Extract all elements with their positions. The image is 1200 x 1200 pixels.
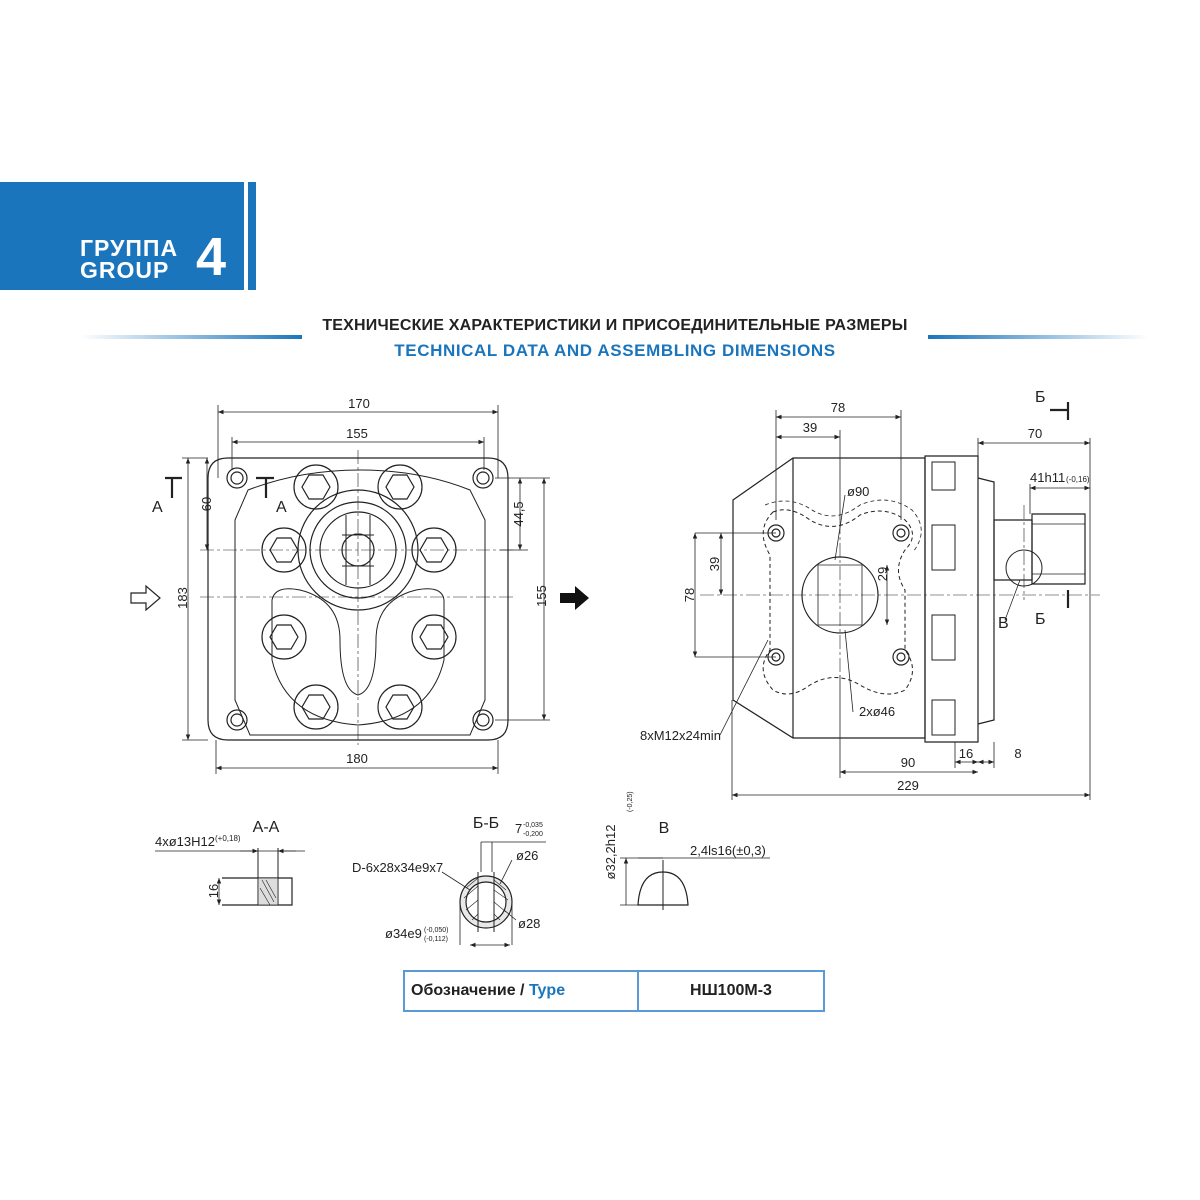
- dim-29: 29: [875, 567, 890, 581]
- detail-bb-title: Б-Б: [473, 815, 499, 832]
- detail-aa-labels: А-А 4xø13H12 (+0,18) 16: [155, 819, 280, 898]
- front-view-labels: 170 155 60 44,5 183 155 180 А А: [152, 396, 549, 766]
- type-label-en: Type: [528, 982, 566, 999]
- dim-39-left: 39: [707, 557, 722, 571]
- type-label-ru: Обозначение: [411, 982, 516, 999]
- detail-bb-d34-tol-bot: (-0,112): [424, 936, 448, 943]
- dim-170: 170: [348, 396, 370, 411]
- section-b-top: Б: [1035, 389, 1046, 406]
- group-label-ru: ГРУППА: [80, 235, 179, 261]
- type-label-cell: Обозначение / Type: [405, 972, 639, 1010]
- type-label-sep: /: [515, 982, 529, 999]
- dim-180: 180: [346, 751, 368, 766]
- front-view: [165, 405, 550, 774]
- section-title-ru: ТЕХНИЧЕСКИЕ ХАРАКТЕРИСТИКИ И ПРИСОЕДИНИТ…: [322, 317, 908, 334]
- section-b-bottom: Б: [1035, 611, 1046, 628]
- side-view: [692, 402, 1100, 800]
- dim-d90: ø90: [847, 484, 869, 499]
- detail-v-labels: В ø32,2h12 (-0,25) 2,4ls16(±0,3): [603, 791, 766, 879]
- detail-bb: [441, 841, 546, 948]
- detail-v: [620, 857, 770, 910]
- dim-2xd46: 2xø46: [859, 704, 895, 719]
- detail-bb-width: 7: [515, 821, 522, 836]
- dim-155-top: 155: [346, 426, 368, 441]
- dim-16: 16: [959, 746, 973, 761]
- detail-bb-labels: Б-Б 7 -0,035 -0,200 D-6x28x34e9x7 ø26 ø2…: [352, 815, 543, 943]
- detail-v-ls: 2,4ls16(±0,3): [690, 843, 766, 858]
- detail-aa-bolt-tol: (+0,18): [215, 834, 241, 843]
- dim-8xM12: 8xM12x24min: [640, 728, 721, 743]
- view-v-label: В: [998, 615, 1009, 632]
- dim-70: 70: [1028, 426, 1042, 441]
- dim-229: 229: [897, 778, 919, 793]
- dim-155-right: 155: [534, 585, 549, 607]
- front-body-contour: [234, 469, 486, 736]
- corner-bolt-holes: [226, 467, 494, 731]
- detail-bb-d28: ø28: [518, 916, 540, 931]
- dim-78-top: 78: [831, 400, 845, 415]
- dim-41h11-tol: (-0,16): [1066, 475, 1090, 484]
- detail-v-diameter: ø32,2h12: [603, 825, 618, 880]
- detail-aa: [155, 848, 305, 906]
- detail-v-diameter-tol: (-0,25): [627, 791, 634, 812]
- detail-aa-title: А-А: [253, 819, 280, 836]
- dim-90: 90: [901, 755, 915, 770]
- type-table: Обозначение / Type НШ100М-3: [403, 970, 825, 1012]
- side-view-labels: 78 39 70 41h11 (-0,16) ø90 39 29 78 2xø4…: [640, 389, 1090, 793]
- dim-44-5: 44,5: [511, 501, 526, 526]
- detail-bb-d26: ø26: [516, 848, 538, 863]
- detail-v-title: В: [659, 820, 670, 837]
- dim-78-left: 78: [682, 588, 697, 602]
- port-outline: [762, 509, 913, 695]
- inlet-arrow-icon: [130, 584, 161, 612]
- outlet-arrow-icon: [560, 586, 589, 610]
- lower-cavity: [271, 588, 445, 726]
- group-number: 4: [196, 227, 227, 287]
- dim-60: 60: [199, 497, 214, 511]
- detail-bb-width-tol-bot: -0,200: [523, 831, 543, 838]
- section-a-right: А: [276, 499, 287, 516]
- section-title-en: TECHNICAL DATA AND ASSEMBLING DIMENSIONS: [394, 341, 836, 360]
- dim-41h11: 41h11: [1030, 470, 1065, 485]
- banner-divider: [244, 182, 248, 290]
- side-flange: [924, 455, 979, 743]
- section-a-left: А: [152, 499, 163, 516]
- side-housing: [732, 457, 926, 739]
- detail-aa-depth: 16: [206, 884, 221, 898]
- detail-bb-d34: ø34e9: [385, 926, 422, 941]
- detail-bb-d34-tol-top: (-0,050): [424, 927, 449, 934]
- dim-8: 8: [1014, 746, 1021, 761]
- banner-stripe: [248, 182, 256, 290]
- dim-39-top: 39: [803, 420, 817, 435]
- type-value-cell: НШ100М-3: [690, 982, 772, 999]
- group-label-en: GROUP: [80, 257, 170, 283]
- detail-bb-spline: D-6x28x34e9x7: [352, 860, 443, 875]
- header-line-left: [80, 335, 302, 339]
- detail-aa-bolt: 4xø13H12: [155, 834, 215, 849]
- header-line-right: [928, 335, 1148, 339]
- group-banner: [0, 182, 256, 290]
- dim-183: 183: [175, 587, 190, 609]
- detail-bb-width-tol-top: -0,035: [523, 822, 543, 829]
